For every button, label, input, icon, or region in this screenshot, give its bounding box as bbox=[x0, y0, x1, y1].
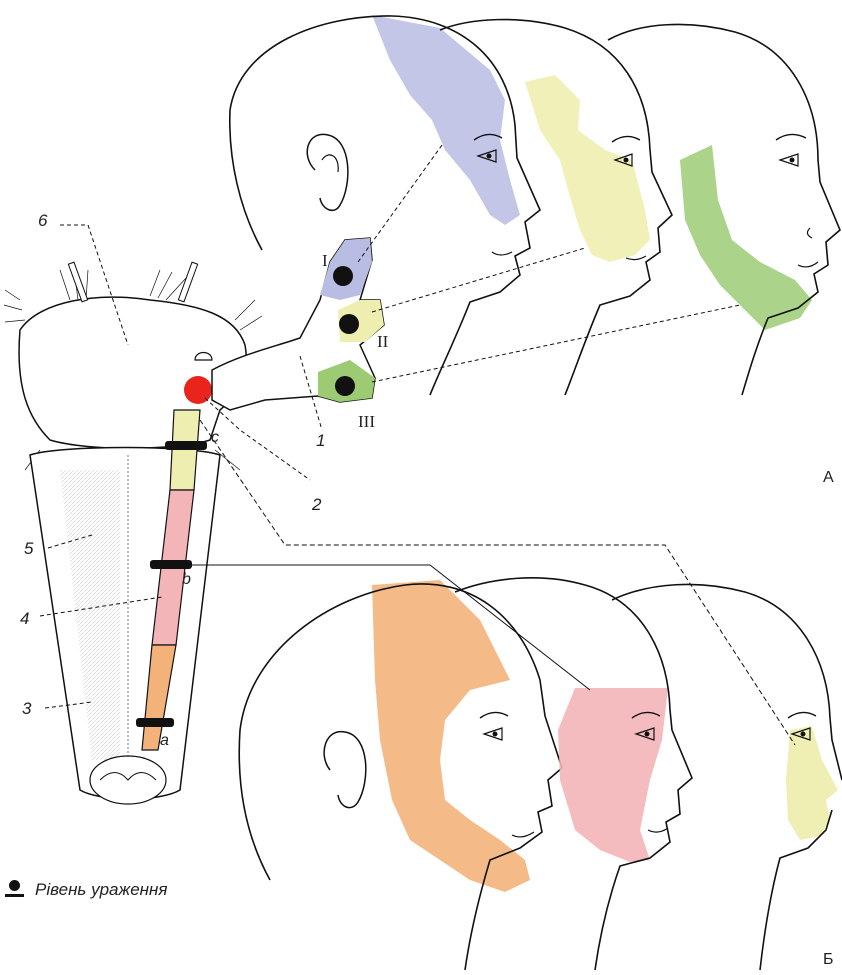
label-roman-I: I bbox=[322, 252, 328, 269]
label-1: 1 bbox=[316, 432, 325, 449]
face-a3-zone-III bbox=[680, 145, 812, 330]
lesion-bar-a bbox=[136, 718, 174, 727]
label-3: 3 bbox=[22, 700, 31, 717]
face-b1-zone-a bbox=[372, 580, 530, 892]
label-6: 6 bbox=[38, 212, 47, 229]
lesion-dot-III bbox=[335, 376, 355, 396]
label-b: b bbox=[182, 572, 191, 588]
label-roman-II: II bbox=[377, 333, 388, 350]
label-5: 5 bbox=[24, 540, 33, 557]
face-b2-zone-b bbox=[558, 688, 668, 862]
lesion-dot-I bbox=[333, 266, 353, 286]
brainstem bbox=[4, 262, 262, 804]
lesion-dot-II bbox=[339, 314, 359, 334]
label-a: a bbox=[160, 733, 169, 749]
red-nucleus-marker bbox=[184, 376, 212, 404]
lesion-bar-c bbox=[165, 441, 207, 450]
lesion-bar-b bbox=[150, 560, 192, 569]
label-roman-III: III bbox=[358, 413, 375, 430]
panel-label-b: Б bbox=[823, 952, 834, 968]
legend-text: Рівень ураження bbox=[35, 881, 167, 898]
trigeminal-ganglion bbox=[212, 238, 384, 410]
face-b3-zone-c bbox=[786, 726, 838, 840]
label-2: 2 bbox=[312, 496, 321, 513]
label-4: 4 bbox=[20, 610, 29, 627]
label-c: c bbox=[211, 430, 219, 446]
legend-lesion-bar bbox=[5, 894, 24, 897]
face-profile-b2 bbox=[455, 578, 692, 970]
face-a2-zone-II bbox=[525, 75, 650, 262]
face-a1-zone-I bbox=[372, 15, 520, 225]
face-profile-b1 bbox=[239, 580, 562, 970]
legend-lesion-dot bbox=[9, 880, 20, 891]
panel-label-a: А bbox=[823, 470, 834, 486]
